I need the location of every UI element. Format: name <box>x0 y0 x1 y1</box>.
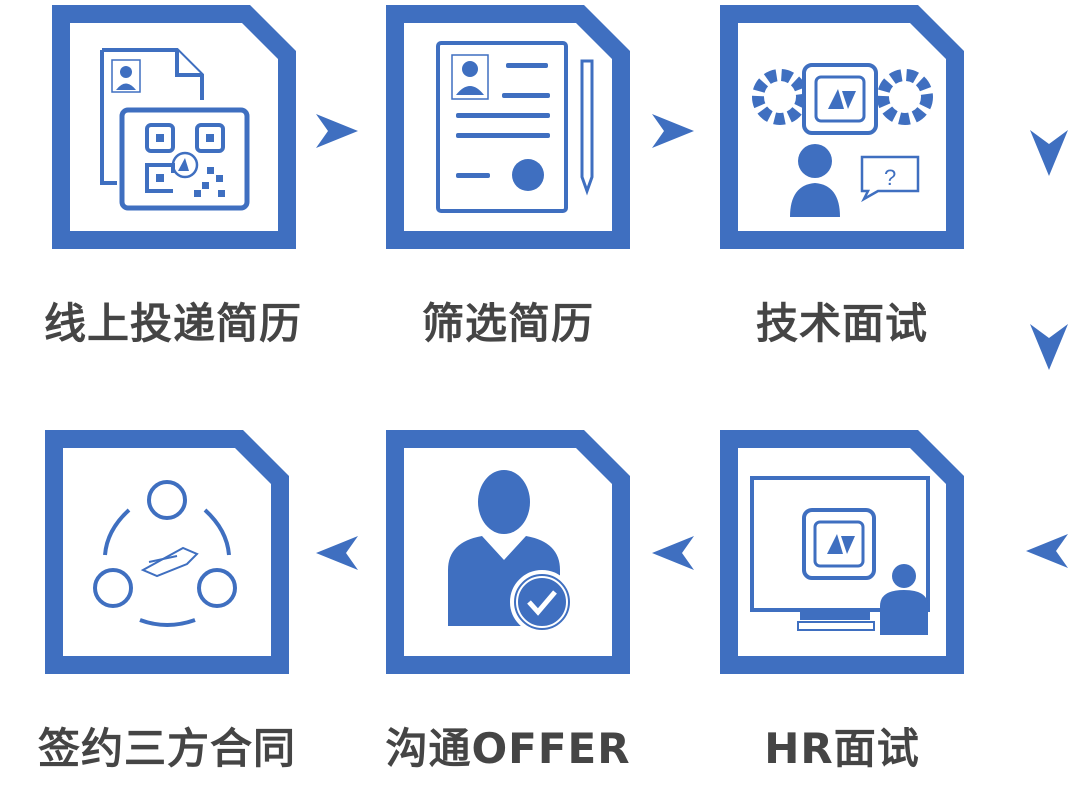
arrow-left-icon <box>648 528 698 578</box>
step-6-label: 签约三方合同 <box>37 724 296 773</box>
arrow-right-icon <box>648 106 698 156</box>
arrow-left-icon <box>312 528 362 578</box>
step-5-label: 沟通OFFER <box>385 724 631 773</box>
arrow-left-icon <box>1022 526 1072 576</box>
step-2-resume-screening <box>386 5 630 249</box>
arrow-down-icon <box>1024 128 1074 178</box>
resume-document-pen-icon <box>386 5 630 249</box>
technical-interview-gears-icon: ? <box>720 5 964 249</box>
step-4-hr-interview <box>720 430 964 674</box>
arrow-right-icon <box>312 106 362 156</box>
step-1-online-application <box>52 5 296 249</box>
step-5-offer-communication <box>386 430 630 674</box>
tripartite-contract-signing-icon <box>45 430 289 674</box>
step-3-technical-interview: ? <box>720 5 964 249</box>
arrow-down-icon <box>1024 322 1074 372</box>
step-3-label: 技术面试 <box>755 299 928 348</box>
person-checkmark-icon <box>386 430 630 674</box>
hr-interview-monitor-icon <box>720 430 964 674</box>
step-4-label: HR面试 <box>764 724 920 773</box>
resume-qr-code-icon <box>52 5 296 249</box>
step-1-label: 线上投递简历 <box>43 299 302 348</box>
step-6-tripartite-contract <box>45 430 289 674</box>
step-2-label: 筛选简历 <box>421 299 594 348</box>
svg-text:?: ? <box>884 165 896 190</box>
